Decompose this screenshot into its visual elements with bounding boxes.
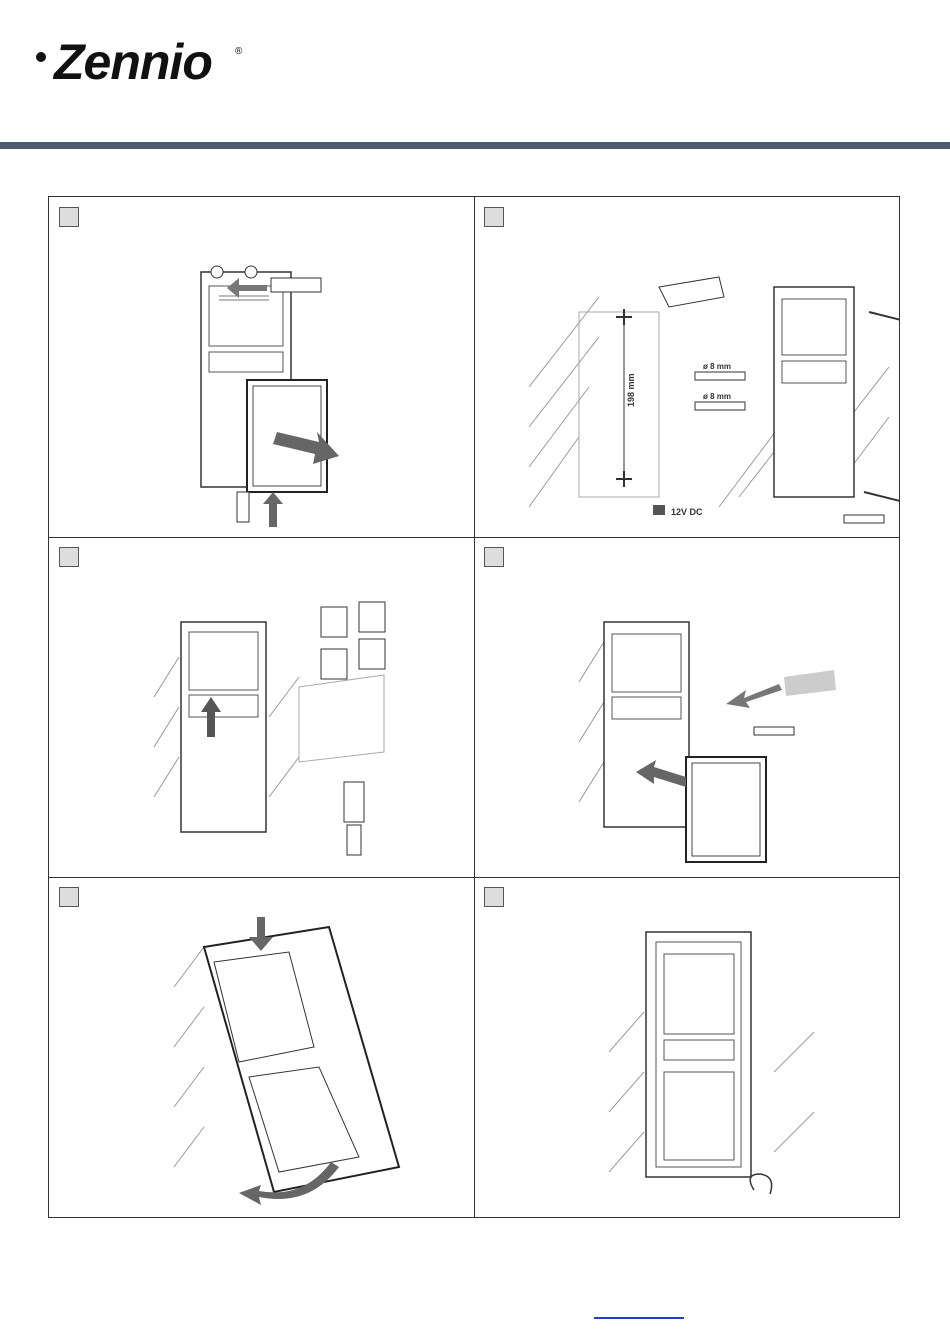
step-1-box — [59, 207, 79, 227]
grid-vertical-divider — [474, 197, 475, 1217]
logo-wordmark: Zennio — [54, 34, 212, 90]
brand-logo: Zennio ® — [32, 30, 272, 94]
step-2-illustration: 198 mm ø 8 mm ø 8 mm 12V DC — [519, 257, 899, 537]
step-3-box — [59, 547, 79, 567]
grid-row-divider-1 — [49, 537, 899, 538]
step-6-illustration — [604, 912, 834, 1207]
installation-steps-grid: 198 mm ø 8 mm ø 8 mm 12V DC — [48, 196, 900, 1218]
step-5-illustration — [169, 917, 419, 1207]
step-4-box — [484, 547, 504, 567]
registered-mark: ® — [235, 46, 242, 57]
drill-label-2: ø 8 mm — [703, 392, 731, 401]
step-6-box — [484, 887, 504, 907]
distance-label: 198 mm — [626, 373, 636, 407]
grid-row-divider-2 — [49, 877, 899, 878]
logo-dot — [36, 52, 46, 62]
step-5-box — [59, 887, 79, 907]
step-3-illustration — [149, 597, 449, 867]
footer-link-underline[interactable] — [594, 1317, 684, 1319]
step-2-box — [484, 207, 504, 227]
step-1-illustration — [189, 252, 349, 537]
header-divider — [0, 142, 950, 149]
voltage-label: 12V DC — [671, 507, 703, 517]
step-4-illustration — [574, 592, 884, 872]
drill-label-1: ø 8 mm — [703, 362, 731, 371]
